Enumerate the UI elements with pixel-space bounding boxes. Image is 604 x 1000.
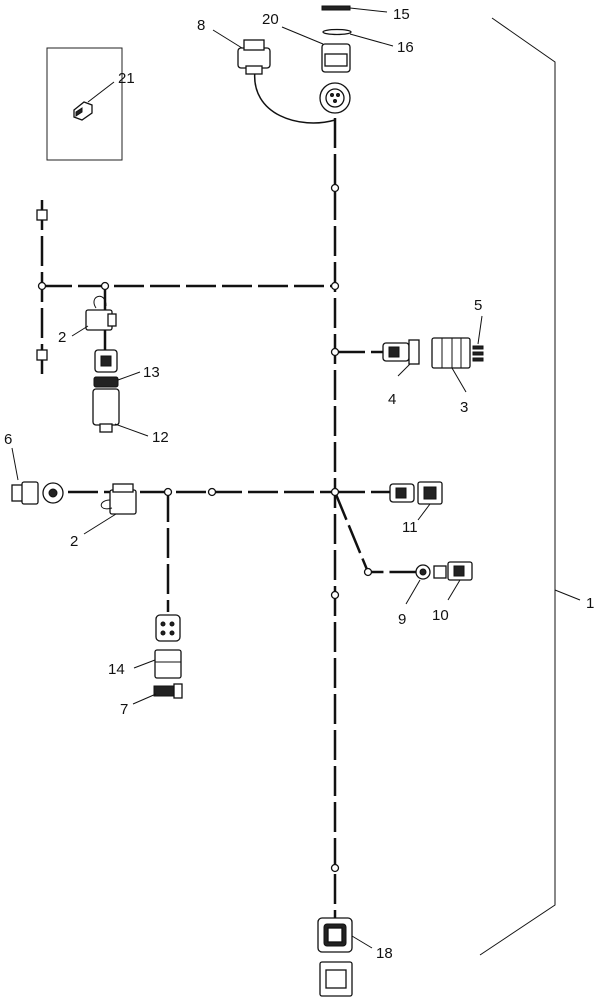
part-13-seal: [93, 376, 119, 388]
label-7: 7: [120, 701, 128, 718]
leader-4: [397, 363, 411, 377]
part-12-housing: [92, 388, 120, 433]
part-14-plug: [154, 649, 182, 679]
leader-3: [451, 367, 467, 393]
part-2-lower-connector: [100, 483, 137, 515]
leader-16: [349, 33, 394, 47]
label-13: 13: [143, 364, 160, 381]
leader-18: [351, 935, 373, 949]
part-7-lock: [153, 683, 183, 699]
part-9-connector: [415, 564, 431, 580]
leader-2-upper: [71, 325, 89, 337]
label-11: 11: [402, 519, 418, 536]
left-harness-clip-bottom: [36, 349, 48, 361]
leader-5: [477, 315, 483, 345]
wire-nodes: [37, 183, 373, 873]
label-20: 20: [262, 11, 279, 28]
leader-8: [212, 29, 243, 49]
part-3-connector: [431, 337, 471, 369]
label-18: 18: [376, 945, 393, 962]
leader-14: [133, 659, 156, 669]
part-5-pins: [472, 345, 484, 362]
label-8: 8: [197, 17, 205, 34]
round-socket-14: [155, 614, 181, 642]
label-16: 16: [397, 39, 414, 56]
label-21: 21: [118, 70, 135, 87]
label-14: 14: [108, 661, 125, 678]
leader-2-lower: [83, 513, 117, 535]
round-receptacle: [319, 82, 351, 114]
label-3: 3: [460, 399, 468, 416]
part-15-pin: [321, 5, 351, 11]
label-6: 6: [4, 431, 12, 448]
label-1: 1: [586, 595, 594, 612]
socket-upper: [94, 349, 118, 373]
cable-8: [254, 69, 336, 124]
part-20-plug: [321, 43, 351, 73]
part-4-connector: [382, 339, 420, 365]
label-10: 10: [432, 607, 449, 624]
mating-plug-18: [319, 961, 353, 997]
part-10-connector: [433, 561, 473, 581]
part-21-clip: [73, 101, 93, 121]
leader-7: [132, 693, 157, 705]
leader-12: [114, 423, 149, 437]
leader-20: [281, 26, 324, 45]
leader-13: [117, 371, 141, 381]
label-4: 4: [388, 391, 396, 408]
label-2-lower: 2: [70, 533, 78, 550]
leader-9: [405, 579, 421, 605]
leader-21: [87, 81, 115, 103]
leader-10: [447, 579, 461, 601]
part-11-connector: [389, 481, 443, 505]
label-9: 9: [398, 611, 406, 628]
label-15: 15: [393, 6, 410, 23]
left-harness-clip-top: [36, 209, 48, 221]
inset-box: [46, 47, 123, 161]
label-5: 5: [474, 297, 482, 314]
leader-1: [554, 589, 581, 601]
harness-bracket: [479, 17, 556, 956]
leader-6: [11, 447, 19, 481]
label-12: 12: [152, 429, 169, 446]
part-16-seal: [322, 28, 352, 36]
part-18-connector: [317, 917, 353, 953]
part-8-connector: [237, 39, 271, 75]
part-6-connector: [11, 481, 64, 505]
part-2-upper-connector: [85, 295, 117, 331]
leader-11: [417, 503, 431, 521]
leader-15: [349, 7, 388, 13]
label-2-upper: 2: [58, 329, 66, 346]
